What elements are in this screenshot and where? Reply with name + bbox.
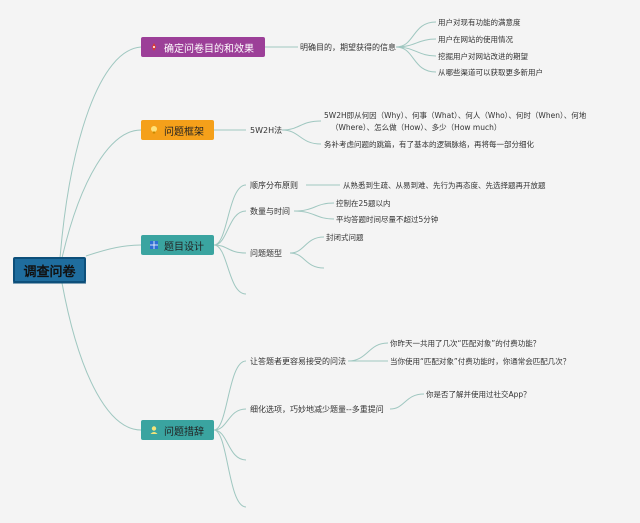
topic-survey-goal[interactable]: 确定问卷目的和效果 <box>141 37 265 57</box>
subtopic-label: 让答题者更容易接受的问法 <box>250 357 346 366</box>
topic-question-design[interactable]: 题目设计 <box>141 235 214 255</box>
leaf-item: 用户在网站的使用情况 <box>438 35 513 44</box>
leaf-item: 用户对现有功能的满意度 <box>438 18 521 27</box>
leaf-item: 你昨天一共用了几次“匹配对象”的付费功能？ <box>390 339 541 348</box>
topic-label: 题目设计 <box>164 241 204 253</box>
leaf-item: 控制在25题以内 <box>336 199 391 208</box>
person-icon <box>149 425 159 435</box>
topic-label: 问题框架 <box>164 126 204 138</box>
link-sub2-items <box>281 120 322 145</box>
link-topic4-subs <box>213 360 247 508</box>
link-sub1-items <box>395 21 437 73</box>
leaf-item: （Where）、怎么做（How）、多少（How much） <box>331 123 502 132</box>
link-sub4b-item <box>389 393 425 410</box>
root-label: 调查问卷 <box>23 264 76 280</box>
leaf-item: 从熟悉到生疏、从易到难、先行为再态度、先选择题再开放题 <box>343 181 546 190</box>
link-topic3-subs <box>213 184 247 295</box>
leaf-item: 5W2H即从何因（Why）、何事（What）、何人（Who）、何时（When）、… <box>324 111 587 120</box>
link-root-topic2 <box>61 129 142 259</box>
compass-icon <box>149 42 159 52</box>
leaf-item: 挖掘用户对网站改进的期望 <box>438 52 528 61</box>
link-root-topic4 <box>61 282 142 431</box>
subtopic-label: 明确目的，期望获得的信息 <box>300 43 396 52</box>
subtopic-label: 问题题型 <box>250 249 282 258</box>
topic-label: 问题措辞 <box>164 426 204 438</box>
link-sub4a-items <box>347 342 389 362</box>
lightbulb-icon <box>149 125 159 135</box>
topic-question-wording[interactable]: 问题措辞 <box>141 420 214 440</box>
topic-label: 确定问卷目的和效果 <box>164 43 254 55</box>
subtopic-label: 细化选项，巧妙地减少题量--多重提问 <box>250 405 384 414</box>
subtopic-label: 顺序分布原则 <box>250 181 298 190</box>
subtopic-label: 5W2H法 <box>250 126 283 135</box>
link-sub3c-items <box>289 236 325 269</box>
leaf-item: 当你使用“匹配对象”付费功能时，你通常会匹配几次？ <box>390 357 571 366</box>
link-sub3b-items <box>293 202 335 220</box>
subtopic-label: 数量与时间 <box>250 207 290 216</box>
root-topic[interactable]: 调查问卷 <box>13 257 86 283</box>
leaf-item: 从哪些渠道可以获取更多新用户 <box>438 68 543 77</box>
grid-icon <box>149 240 159 250</box>
leaf-item: 务补考虑问题的跳篇，有了基本的逻辑脉络，再将每一部分细化 <box>324 140 534 149</box>
leaf-item: 你是否了解并使用过社交App？ <box>426 390 531 399</box>
link-root-topic1 <box>59 46 142 259</box>
leaf-item: 平均答题时间尽量不超过5分钟 <box>336 215 439 224</box>
leaf-item: 封闭式问题 <box>326 233 364 242</box>
topic-question-framework[interactable]: 问题框架 <box>141 120 214 140</box>
link-root-topic3 <box>85 244 142 257</box>
